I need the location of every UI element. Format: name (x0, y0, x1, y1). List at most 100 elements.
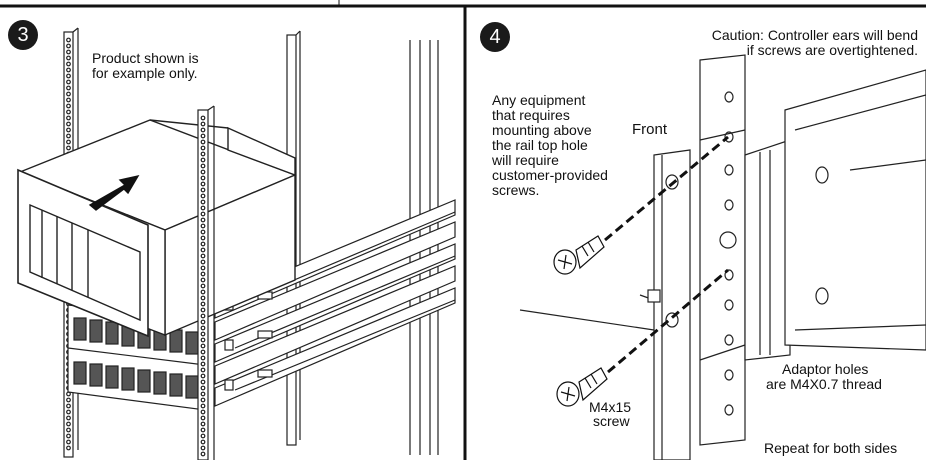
rail-hole (200, 235, 206, 241)
rail-hole (200, 439, 206, 445)
drive-bay (169, 329, 183, 353)
rail-hole (200, 205, 206, 211)
caution-line-1: Caution: Controller ears will bend (711, 27, 918, 43)
rail-hole (200, 319, 206, 325)
rail-hole (200, 253, 206, 259)
rail-hole (200, 421, 206, 427)
drive-bay (73, 317, 87, 341)
adaptor-note-line-2: are M4X0.7 thread (766, 376, 882, 392)
rail-hole (66, 67, 71, 73)
rail-hole (200, 283, 206, 289)
rail-hole (66, 43, 71, 49)
rail-hole (66, 133, 71, 139)
rail-hole (66, 439, 71, 445)
rail-hole (66, 73, 71, 79)
rail-hole (200, 385, 206, 391)
rail-hole (200, 355, 206, 361)
rail-hole (200, 301, 206, 307)
rail-hole (66, 397, 71, 403)
drive-bay (73, 361, 87, 385)
rail-hole (66, 127, 71, 133)
panel-3-artwork (17, 27, 456, 460)
rail-hole (200, 133, 206, 139)
rail-hole (200, 373, 206, 379)
controller-ear (519, 149, 691, 460)
rail-hole (66, 409, 71, 415)
rail-hole (200, 337, 206, 343)
rail-hole (200, 379, 206, 385)
example-note-line-2: for example only. (92, 65, 198, 81)
rail-hole (200, 403, 206, 409)
rail-hole (200, 229, 206, 235)
rail-hole (200, 325, 206, 331)
rail-hole (200, 199, 206, 205)
rail-hole (200, 427, 206, 433)
rail-hole (200, 259, 206, 265)
rail-hole (66, 139, 71, 145)
front-label: Front (632, 121, 668, 138)
equipment-note-line-2: that requires (492, 107, 570, 123)
rail-hole (66, 445, 71, 451)
rail-hole (200, 313, 206, 319)
rail-hole (200, 241, 206, 247)
rail-hole (66, 403, 71, 409)
rail-hole (66, 79, 71, 85)
rail-hole (66, 37, 71, 43)
equipment-note-line-7: screws. (492, 182, 540, 198)
equipment-note-line-5: will require (492, 152, 559, 168)
rail-hole (200, 187, 206, 193)
rail-hole (200, 175, 206, 181)
rail-hole (200, 193, 206, 199)
rail-hole (200, 391, 206, 397)
rail-hole (200, 181, 206, 187)
equipment-note-line-4: the rail top hole (492, 137, 588, 153)
drive-bay (137, 369, 151, 393)
screw-label-line-1: M4x15 (589, 399, 632, 415)
rail-hole (200, 349, 206, 355)
drive-bay (185, 375, 199, 399)
rail-hole (200, 121, 206, 127)
rail-hole (200, 289, 206, 295)
installed-enclosures (67, 304, 206, 411)
drive-bay (121, 367, 135, 391)
slide-rails (214, 199, 456, 407)
rail-hole (66, 427, 71, 433)
rail-hole (66, 91, 71, 97)
step-3-badge: 3 (8, 20, 38, 50)
equipment-note-line-6: customer-provided (492, 167, 608, 183)
caution-line-2: if screws are overtightened. (746, 42, 918, 58)
repeat-note: Repeat for both sides (764, 440, 898, 456)
rail-hole (200, 217, 206, 223)
rail-hole (66, 49, 71, 55)
rail-hole (200, 307, 206, 313)
drive-bay (185, 331, 199, 355)
rail-hole (66, 415, 71, 421)
rail-hole (66, 109, 71, 115)
rail-hole (200, 139, 206, 145)
rail-hole (66, 55, 71, 61)
rail-hole (200, 451, 206, 457)
guide-line-bottom (607, 268, 729, 374)
rail-hole (200, 415, 206, 421)
rail-hole (66, 103, 71, 109)
rail-hole (200, 223, 206, 229)
drive-bay (89, 319, 103, 343)
rail-hole (200, 445, 206, 451)
adaptor-note-line-1: Adaptor holes (782, 361, 869, 377)
equipment-note-line-1: Any equipment (492, 92, 586, 108)
rail-hole (200, 409, 206, 415)
rail-hole (200, 433, 206, 439)
rail-hole (200, 157, 206, 163)
drive-bay (169, 373, 183, 397)
rail-hole (66, 85, 71, 91)
rail-hole (66, 97, 71, 103)
rail-hole (200, 115, 206, 121)
rail-hole (200, 277, 206, 283)
panel-4-artwork (519, 54, 926, 460)
rail-hole (200, 367, 206, 373)
rail-hole (66, 433, 71, 439)
screw-bottom (556, 367, 608, 407)
rail-hole (66, 115, 71, 121)
